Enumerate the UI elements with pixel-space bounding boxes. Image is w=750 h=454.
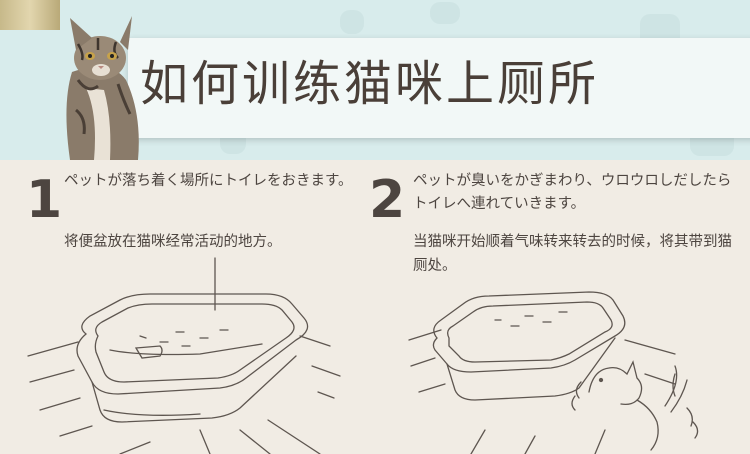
title-bar: [128, 38, 750, 138]
step-number: 1: [26, 170, 63, 230]
step-text-japanese: ペットが臭いをかぎまわり、ウロウロしだしたらトイレへ連れていきます。: [413, 173, 732, 212]
blur-decoration: [430, 2, 460, 24]
litter-box-illustration: [27, 257, 341, 454]
banner: 如何训练猫咪上厕所: [0, 0, 750, 160]
cat-photo-icon: [66, 16, 139, 160]
step-2: 2 ペットが臭いをかぎまわり、ウロウロしだしたらトイレへ連れていきます。 当猫咪…: [369, 160, 750, 454]
step-text-chinese: 当猫咪开始顺着气味转来转去的时候，将其带到猫厕处。: [413, 234, 732, 274]
step-1: 1 ペットが落ち着く場所にトイレをおきます。 将便盆放在猫咪经常活动的地方。: [0, 160, 375, 454]
blur-decoration: [340, 10, 364, 34]
step-number: 2: [369, 170, 406, 230]
cat-sniffing-illustration: [408, 291, 699, 454]
step-text-chinese: 将便盆放在猫咪经常活动的地方。: [64, 234, 282, 250]
page-title: 如何训练猫咪上厕所: [140, 56, 600, 112]
step-text-japanese: ペットが落ち着く場所にトイレをおきます。: [64, 173, 353, 189]
wood-texture: [0, 0, 60, 30]
